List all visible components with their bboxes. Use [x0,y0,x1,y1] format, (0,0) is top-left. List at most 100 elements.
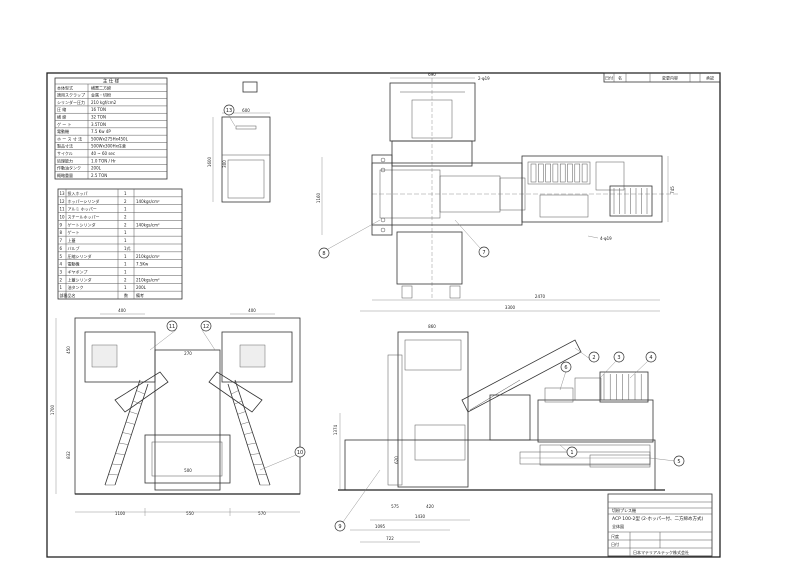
svg-text:2-φ19: 2-φ19 [478,76,490,81]
parts-cell: 10 [60,214,66,219]
parts-cell: 140kgs/cm² [136,199,160,204]
balloon-number: 13 [226,108,232,114]
spec-value: 32 TON [91,114,106,119]
svg-text:450: 450 [66,346,71,354]
spec-value: 210 kgf/cm2 [91,100,117,105]
svg-text:1374: 1374 [333,424,338,435]
balloon-number: 11 [169,324,175,330]
svg-text:270: 270 [184,351,192,356]
parts-cell: 1 [124,254,127,259]
parts-cell: 9 [60,222,63,227]
title-sheet: 全体図 [612,523,624,529]
svg-text:860: 860 [428,324,436,329]
spec-label: 処理能力 [57,157,73,163]
svg-text:300: 300 [222,160,227,168]
parts-cell: 11 [60,207,66,212]
parts-cell: 圧縮シリンダ [68,253,92,259]
parts-cell: 上蓋 [68,237,76,243]
parts-cell: 1 [124,262,127,267]
svg-text:1160: 1160 [316,192,321,203]
svg-text:400: 400 [248,308,256,313]
svg-text:420: 420 [426,504,434,509]
spec-label: 圧 縮 [57,106,66,112]
parts-cell: ゲートシリンダ [68,221,96,227]
svg-text:1430: 1430 [415,514,426,519]
svg-text:722: 722 [386,536,394,541]
parts-cell: 8 [60,230,63,235]
svg-text:500: 500 [184,468,192,473]
parts-cell: 油タンク [68,284,84,290]
balloon-number: 4 [649,355,652,361]
title-head-cell: 日付 [605,75,613,81]
title-model: ACP 100-2型 (2-ホッパー付、二方締め方式) [612,515,704,522]
parts-cell: 7.5Kw [136,262,149,267]
balloon-number: 3 [617,355,620,361]
parts-cell: 上蓋シリンダ [68,276,92,282]
spec-label: 概略重量 [57,172,73,178]
spec-label: 電動機 [57,128,69,134]
parts-cell: 1 [124,269,127,274]
parts-cell: 2 [124,222,127,227]
spec-value: 3.5TON [91,122,106,127]
parts-cell: 12 [60,199,66,204]
svg-text:745: 745 [670,186,675,194]
parts-cell: 1 [124,207,127,212]
parts-cell: ホッパーシリンダ [68,198,100,204]
hopper-detail-view: 600 1600 300 [207,82,270,202]
spec-label: 製品寸法 [57,143,73,149]
parts-cell: 2 [124,277,127,282]
drawing-border [47,73,720,557]
parts-cell: ゲート [68,229,80,235]
svg-text:570: 570 [258,511,266,516]
balloon-number: 12 [203,324,209,330]
parts-cell: アルミ ホッパー [68,207,97,212]
parts-cell: ギヤポンプ [68,268,88,274]
spec-label: 横 締 [57,113,66,119]
parts-cell: 7 [60,238,63,243]
svg-text:400: 400 [118,308,126,313]
svg-text:3300: 3300 [505,305,516,310]
parts-cell: 6 [60,246,63,251]
front-elevation-view: 1100 550 570 1700 450 832 400 400 270 50… [50,308,300,516]
spec-label: 適用スクラップ [57,92,85,98]
spec-label: 本体型式 [57,84,73,90]
parts-cell: 2 [124,199,127,204]
parts-cell: 2 [124,214,127,219]
spec-value: 2.5 TON [91,173,107,178]
svg-text:4-φ19: 4-φ19 [600,236,612,241]
svg-text:1100: 1100 [115,511,126,516]
parts-cell: 1 [124,230,127,235]
parts-cell: 投入ホッパ [68,190,88,196]
parts-cell: 数 [124,292,128,298]
spec-value: 200L [91,166,102,171]
spec-label: ホ ー ス 寸 法 [57,135,82,141]
balloon-number: 10 [297,450,303,456]
svg-text:690: 690 [428,72,436,77]
spec-value: 500Wx275Hx450L [91,136,129,141]
svg-text:1600: 1600 [207,156,212,167]
parts-cell: スチールホッパー [68,214,100,219]
svg-text:575: 575 [391,504,399,509]
parts-cell: 13 [60,191,66,196]
parts-cell: 3 [60,269,63,274]
parts-cell: 電動機 [68,261,80,267]
svg-text:832: 832 [66,451,71,459]
spec-value: 1.0 TON / Hr [91,158,116,163]
parts-cell: 1 [124,191,127,196]
balloon-number: 5 [677,459,680,465]
parts-cell: 210kgs/cm² [136,277,160,282]
spec-value: 16 TON [91,107,106,112]
spec-label: ゲ ー ト [57,121,72,127]
title-head-cell: 変更内容 [662,75,678,81]
spec-label: サイクル [57,150,73,156]
parts-cell: 5 [60,254,63,259]
parts-cell: 1 [124,285,127,290]
svg-text:620: 620 [394,456,399,464]
spec-label: 作動油タンク [57,165,81,171]
balloon-number: 9 [338,524,341,530]
spec-value: 500Wx300Hx任意 [91,143,126,149]
parts-cell: 4 [60,262,63,267]
